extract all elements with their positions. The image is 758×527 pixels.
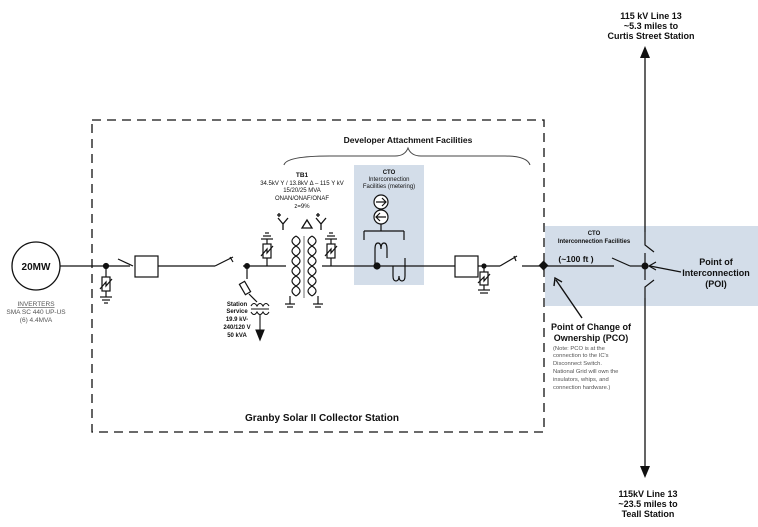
pco-label-1: Point of Change of [551, 322, 632, 332]
inverters-qty: (6) 4.4MVA [20, 317, 53, 324]
cto-facilities-label-1: CTO [588, 231, 601, 237]
bottom-line-label-3: Teall Station [622, 509, 675, 519]
pco-note-3: Disconnect Switch. [553, 361, 602, 367]
cto-distance-label: (~100 ft ) [558, 254, 593, 264]
collector-station-label: Granby Solar II Collector Station [245, 413, 399, 424]
line-switch-north[interactable] [644, 232, 655, 253]
collector-station-boundary [91, 119, 545, 433]
poi-label-2: Interconnection [682, 268, 750, 278]
arrow-south-icon [640, 466, 650, 478]
transformer-rating: 15/20/25 MVA [283, 188, 321, 194]
poi-label-3: (POI) [705, 279, 727, 289]
surge-arrester-1 [99, 262, 113, 304]
transformer-tb1[interactable] [285, 235, 323, 308]
arrowhead-icon [553, 276, 563, 287]
transformer-name: TB1 [296, 172, 309, 179]
pco-note-2: connection to the IC's [553, 353, 609, 359]
metering-shaded-region [354, 165, 424, 285]
transformer-voltage: 34.5kV Y / 13.8kV Δ – 115 Y kV [260, 181, 344, 187]
poi-pointer-arrow [649, 265, 682, 273]
station-service-label-4: 240/120 V [223, 325, 250, 331]
disconnect-switch-1[interactable] [117, 258, 134, 267]
inverters-model: SMA SC 440 UP-US [6, 309, 66, 316]
inverters-title: INVERTERS [17, 301, 55, 308]
bottom-line-label-1: 115kV Line 13 [618, 489, 677, 499]
poi-label-1: Point of [699, 257, 733, 267]
transformer-cooling: ONAN/ONAF/ONAF [275, 196, 329, 202]
poi-disconnect-switch[interactable] [611, 257, 631, 267]
top-line-label-1: 115 kV Line 13 [620, 11, 682, 21]
surge-arrester-2 [260, 232, 274, 266]
pco-pointer-arrow [555, 279, 583, 319]
switch-tick [229, 256, 234, 263]
line-switch-south[interactable] [644, 279, 655, 298]
winding-symbols [277, 213, 327, 230]
transformer-impedance: z=9% [294, 204, 310, 210]
station-service-transformer [250, 302, 270, 342]
metering-equipment [363, 194, 406, 282]
pco-note-1: (Note: PCO is at the [553, 346, 605, 352]
switch-tick [513, 255, 517, 262]
bottom-line-label-2: ~23.5 miles to [618, 499, 678, 509]
station-service-label-2: Service [226, 309, 248, 315]
pco-note-6: connection hardware.) [553, 385, 610, 391]
metering-label-1: CTO [383, 170, 396, 176]
pco-node [538, 260, 549, 271]
pco-note-4: National Grid will own the [553, 369, 618, 375]
disconnect-switch-2[interactable] [214, 256, 234, 267]
cto-facilities-label-2: Interconnection Facilities [558, 239, 631, 245]
arrow-north-icon [640, 46, 650, 58]
developer-facilities-label: Developer Attachment Facilities [344, 135, 473, 145]
breaker-1[interactable] [134, 255, 159, 278]
surge-arrester-4 [477, 263, 491, 294]
metering-label-3: Facilities (metering) [363, 184, 415, 190]
developer-facilities-brace [283, 146, 531, 166]
station-service-label-3: 19.9 kV- [226, 317, 248, 323]
generator-rating: 20MW [22, 262, 51, 273]
breaker-2[interactable] [454, 255, 479, 278]
top-line-label-3: Curtis Street Station [607, 31, 694, 41]
surge-arrester-3 [324, 232, 338, 266]
station-service-fuse [238, 280, 258, 303]
top-line-label-2: ~5.3 miles to [624, 21, 679, 31]
pco-note-5: insulators, whips, and [553, 377, 609, 383]
station-service-label-1: Station [227, 302, 248, 308]
station-service-label-5: 50 kVA [227, 333, 247, 339]
metering-label-2: Interconnection [368, 177, 409, 183]
arrowhead-icon [647, 261, 657, 271]
pco-label-2: Ownership (PCO) [554, 333, 629, 343]
